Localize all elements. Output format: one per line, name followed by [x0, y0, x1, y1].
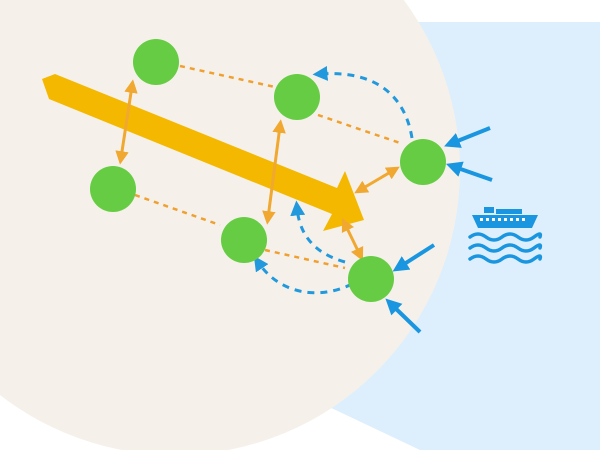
link-lower-right	[264, 248, 346, 270]
nodes	[90, 39, 446, 302]
arrow-bottom-port	[341, 217, 364, 262]
node-links	[134, 64, 401, 270]
incoming-arrows	[385, 126, 493, 334]
bidirectional-arrows	[115, 79, 400, 262]
waves-icon	[468, 232, 543, 264]
arrow-right-port	[354, 166, 400, 194]
node-top-middle	[274, 74, 320, 120]
incoming-arrow-2	[445, 161, 493, 182]
node-bottom-port	[348, 256, 394, 302]
flow-lower-left	[253, 255, 353, 295]
flow-lower-up	[290, 200, 346, 264]
link-upper-right	[317, 113, 401, 145]
arrow-top-middle-node	[262, 119, 286, 225]
arrow-top-left-node	[115, 79, 138, 165]
node-center-bottom	[221, 217, 267, 263]
node-right-port	[400, 139, 446, 185]
flow-curves	[253, 65, 414, 295]
ship-icon	[472, 207, 538, 228]
node-top-left	[133, 39, 179, 85]
flow-upper	[312, 65, 414, 139]
incoming-arrow-1	[444, 126, 491, 148]
incoming-arrow-4	[385, 298, 422, 334]
link-top	[179, 64, 276, 89]
node-left-middle	[90, 166, 136, 212]
incoming-arrow-3	[392, 243, 436, 272]
